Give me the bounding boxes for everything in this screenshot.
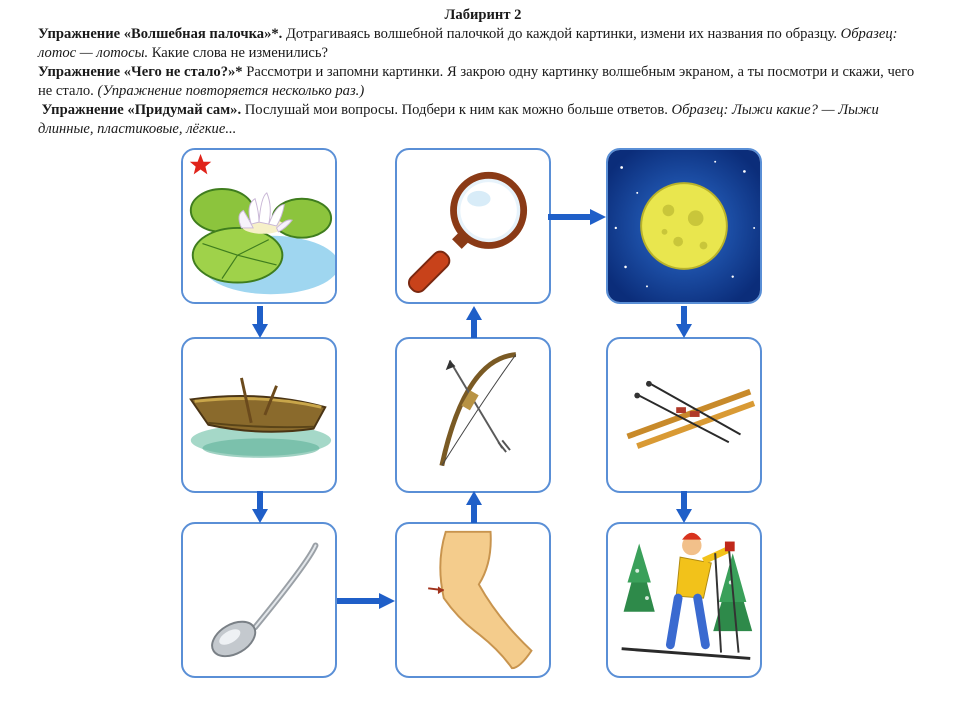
page-title: Лабиринт 2 <box>444 7 522 23</box>
exercise-1-title: Упражнение «Волшебная палочка»*. <box>38 26 283 42</box>
skis-icon <box>626 380 756 449</box>
exercise-3: Упражнение «Придумай сам». Послушай мои … <box>38 101 928 139</box>
arm-icon <box>428 530 533 670</box>
exercise-2-note: (Упражнение повторяется несколько раз.) <box>97 83 365 99</box>
skier-icon <box>621 532 753 660</box>
exercise-1-example: Образец: лотос — лотосы. <box>38 26 898 61</box>
picture-card-bow[interactable] <box>395 337 551 493</box>
picture-card-arm[interactable] <box>395 522 551 678</box>
exercise-2: Упражнение «Чего не стало?»* Рассмотри и… <box>38 63 928 101</box>
exercise-1: Упражнение «Волшебная палочка»*. Дотраги… <box>38 25 928 63</box>
spoon-icon <box>211 542 319 658</box>
exercise-1-question: Какие слова не изменились? <box>148 45 329 61</box>
arrow-lotus-to-boat <box>252 306 268 338</box>
arrow-bow-to-magnifier <box>466 306 482 338</box>
exercise-2-title: Упражнение «Чего не стало?»* <box>38 64 243 80</box>
exercise-3-example: Образец: Лыжи какие? — Лыжи длинные, пла… <box>38 102 879 137</box>
arrow-boat-to-spoon <box>252 491 268 523</box>
arrow-arm-to-bow <box>466 491 482 523</box>
instructions: Лабиринт 2 Упражнение «Волшебная палочка… <box>38 6 928 139</box>
lotus-icon <box>183 150 335 302</box>
arrow-moon-to-skis <box>676 306 692 338</box>
exercise-1-text: Дотрагиваясь волшебной палочкой до каждо… <box>282 26 841 42</box>
picture-card-lotus[interactable] <box>181 148 337 304</box>
magnifying-glass-icon <box>407 171 528 293</box>
picture-card-skier[interactable] <box>606 522 762 678</box>
picture-card-magnifier[interactable] <box>395 148 551 304</box>
picture-card-spoon[interactable] <box>181 522 337 678</box>
exercise-2-text: Рассмотри и запомни картинки. Я закрою о… <box>38 64 915 99</box>
picture-card-moon[interactable] <box>606 148 762 304</box>
picture-card-skis[interactable] <box>606 337 762 493</box>
bow-and-arrow-icon <box>439 352 517 467</box>
start-star-icon <box>189 153 212 175</box>
picture-card-boat[interactable] <box>181 337 337 493</box>
arrow-skis-to-skier <box>676 491 692 523</box>
arrow-spoon-to-arm <box>337 593 395 609</box>
arrow-magnifier-to-moon <box>548 209 606 225</box>
moon-icon <box>608 150 760 302</box>
exercise-3-text: Послушай мои вопросы. Подбери к ним как … <box>241 102 672 118</box>
boat-icon <box>189 377 332 458</box>
exercise-3-title: Упражнение «Придумай сам». <box>41 102 242 118</box>
